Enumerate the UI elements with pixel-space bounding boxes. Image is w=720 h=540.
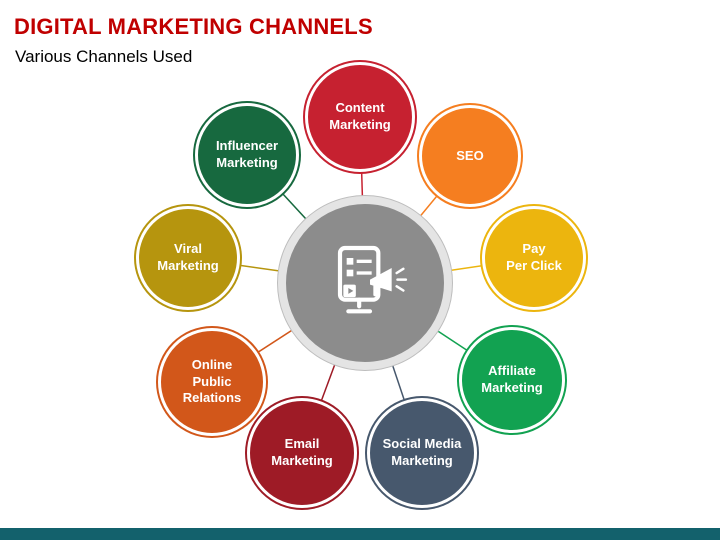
channel-label: SEO (456, 147, 484, 163)
channel-circle-social-media-marketing: Social Media Marketing (367, 398, 477, 508)
channel-circle-influencer-marketing: Influencer Marketing (195, 103, 299, 207)
hub-circle (278, 196, 452, 370)
channel-circle-viral-marketing: Viral Marketing (136, 206, 240, 310)
channel-circle-content-marketing: Content Marketing (305, 62, 415, 172)
channel-label: Social Media Marketing (382, 436, 462, 468)
channel-label: Pay Per Click (506, 241, 562, 273)
footer-bar (0, 528, 720, 540)
channel-label: Influencer Marketing (215, 138, 279, 170)
channel-circle-email-marketing: Email Marketing (247, 398, 357, 508)
page-subtitle: Various Channels Used (15, 47, 193, 66)
channel-label: Viral Marketing (157, 241, 219, 273)
channel-circle-seo: SEO (419, 105, 521, 207)
channel-circle-affiliate-marketing: Affiliate Marketing (459, 327, 565, 433)
channel-circle-pay-per-click: Pay Per Click (482, 206, 586, 310)
channel-label: Content Marketing (329, 100, 391, 132)
channel-label: Online Public Relations (182, 356, 242, 406)
channel-label: Affiliate Marketing (481, 363, 543, 395)
channel-circle-online-public-relations: Online Public Relations (158, 328, 266, 436)
digital-marketing-screen-megaphone-icon (337, 245, 408, 314)
channel-label: Email Marketing (271, 436, 333, 468)
page-title: DIGITAL MARKETING CHANNELS (14, 14, 373, 39)
